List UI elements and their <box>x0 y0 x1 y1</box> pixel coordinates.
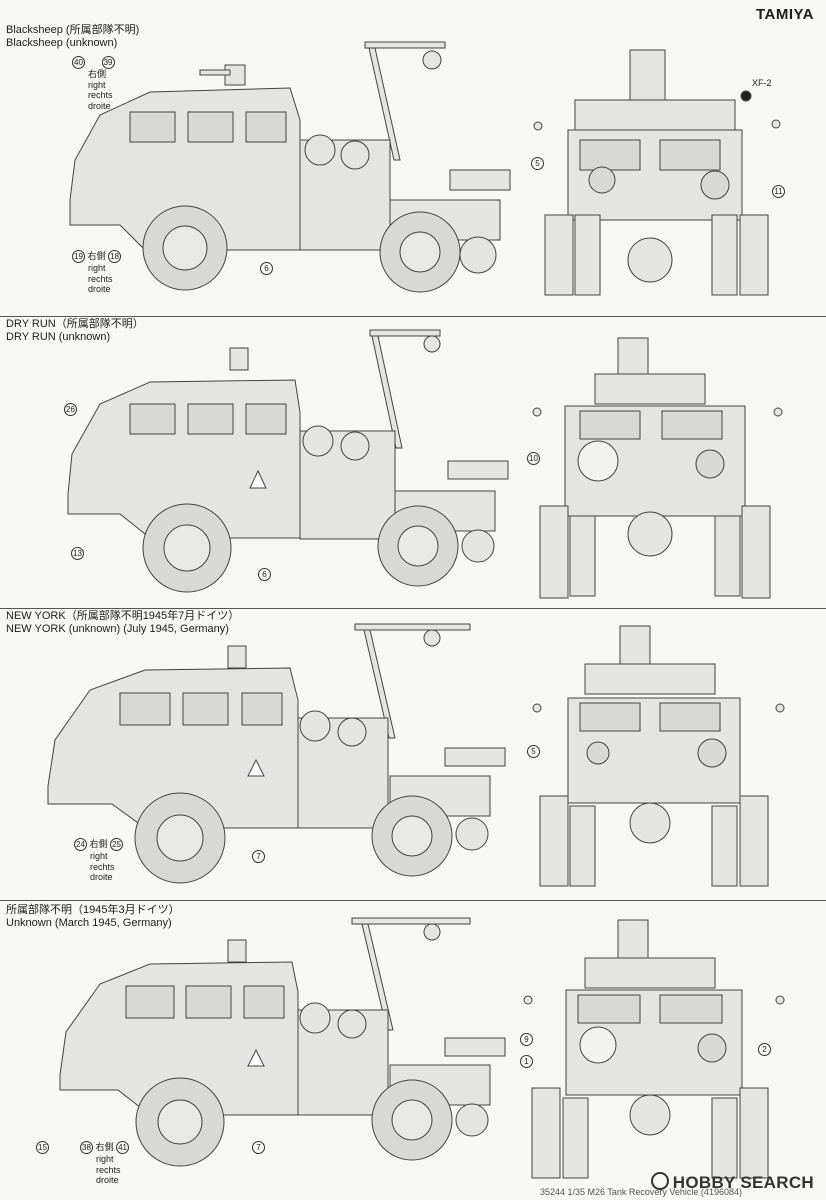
front-mark: 5 <box>527 745 540 758</box>
front-mark: 2 <box>758 1043 771 1056</box>
callout-line: 右側 <box>89 838 108 849</box>
side-callout-upper: 40 39 右側 right rechts droite <box>72 56 115 111</box>
callout-line: rechts <box>88 273 113 284</box>
title-en: Unknown (March 1945, Germany) <box>6 917 172 929</box>
callout-number: 19 <box>72 250 85 263</box>
side-mark: 15 <box>36 1141 49 1154</box>
callout-line: rechts <box>90 861 115 872</box>
callout-line: rechts <box>96 1164 121 1175</box>
callout-line: right <box>88 79 106 90</box>
callout-number: 38 <box>80 1141 93 1154</box>
callout-line: right <box>90 851 108 861</box>
front-view-drawing <box>533 49 781 296</box>
front-mark: 10 <box>527 452 540 465</box>
callout-line: right <box>96 1154 114 1164</box>
side-callout: 38 右側 41 right rechts droite <box>80 1141 130 1186</box>
front-mark: 11 <box>772 185 785 198</box>
callout-line: droite <box>90 872 113 882</box>
callout-line: 右側 <box>88 69 107 79</box>
front-view-drawing <box>523 919 785 1179</box>
brand-logo: TAMIYA <box>755 6 814 23</box>
front-mark: 5 <box>531 157 544 170</box>
callout-line: droite <box>88 100 111 111</box>
side-mark: 13 <box>71 547 84 560</box>
section-divider <box>0 316 826 317</box>
callout-number: 39 <box>101 56 115 69</box>
side-mark: 7 <box>252 850 265 863</box>
front-view-drawing <box>532 625 785 887</box>
callout-number: 18 <box>108 250 122 263</box>
side-view-drawing <box>47 623 785 887</box>
side-mark: 7 <box>252 1141 265 1154</box>
section-dry-run: DRY RUN（所属部隊不明） DRY RUN (unknown) <box>0 316 826 608</box>
section-title: NEW YORK（所属部隊不明1945年7月ドイツ） NEW YORK (unk… <box>6 610 239 636</box>
side-callout-lower: 19 右側 18 right rechts droite <box>72 250 122 295</box>
footer-text: 35244 1/35 M26 Tank Recovery Vehicle (41… <box>540 1187 742 1197</box>
paint-label: XF-2 <box>752 78 772 88</box>
title-jp: 所属部隊不明（1945年3月ドイツ） <box>6 904 180 916</box>
front-view-drawing <box>532 337 783 599</box>
section-new-york: NEW YORK（所属部隊不明1945年7月ドイツ） NEW YORK (unk… <box>0 608 826 900</box>
side-mark: 26 <box>64 403 77 416</box>
section-title: DRY RUN（所属部隊不明） DRY RUN (unknown) <box>6 318 144 344</box>
watermark-icon <box>650 1172 669 1190</box>
side-mark: 6 <box>260 262 273 275</box>
side-callout: 24 右側 25 right rechts droite <box>74 838 124 883</box>
front-mark: 1 <box>520 1055 533 1068</box>
section-divider <box>0 900 826 901</box>
title-jp: NEW YORK（所属部隊不明1945年7月ドイツ） <box>6 610 240 622</box>
callout-number: 40 <box>72 56 85 69</box>
callout-number: 41 <box>116 1141 130 1154</box>
title-en: DRY RUN (unknown) <box>6 331 111 343</box>
section-blacksheep: Blacksheep (所属部隊不明) Blacksheep (unknown) <box>0 20 826 316</box>
title-jp: Blacksheep (所属部隊不明) <box>6 24 140 36</box>
section-divider <box>0 608 826 609</box>
callout-number: 24 <box>74 838 87 851</box>
section-title: Blacksheep (所属部隊不明) Blacksheep (unknown) <box>6 24 139 50</box>
callout-line: 右側 <box>95 1141 114 1152</box>
side-view-drawing <box>59 917 785 1179</box>
callout-line: 右側 <box>87 250 106 261</box>
callout-line: droite <box>88 284 111 294</box>
callout-line: droite <box>96 1175 119 1185</box>
title-en: NEW YORK (unknown) (July 1945, Germany) <box>6 623 229 635</box>
callout-line: rechts <box>88 90 113 100</box>
section-title: 所属部隊不明（1945年3月ドイツ） Unknown (March 1945, … <box>6 904 180 930</box>
callout-line: right <box>88 263 106 273</box>
callout-number: 25 <box>110 838 124 851</box>
section-unknown-1945: 所属部隊不明（1945年3月ドイツ） Unknown (March 1945, … <box>0 900 826 1185</box>
side-mark: 6 <box>258 568 271 581</box>
title-en: Blacksheep (unknown) <box>6 37 118 49</box>
side-view-drawing <box>69 41 781 296</box>
side-view-drawing <box>67 329 783 599</box>
title-jp: DRY RUN（所属部隊不明） <box>6 318 144 330</box>
front-mark: 9 <box>520 1033 533 1046</box>
watermark-logo: HOBBY SEARCH <box>650 1172 814 1193</box>
